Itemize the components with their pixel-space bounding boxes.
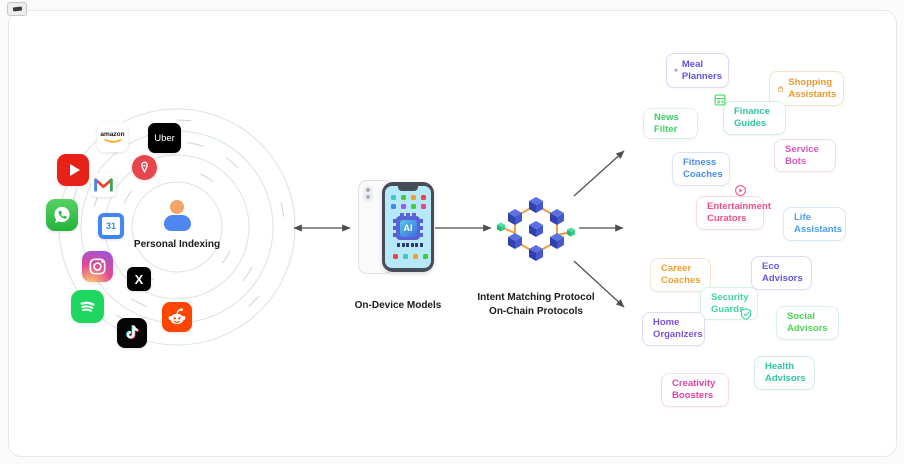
device-label: On-Device Models bbox=[354, 300, 442, 311]
uber-wordmark: Uber bbox=[154, 132, 175, 144]
agent-career-coaches: Career Coaches bbox=[650, 258, 711, 292]
cube-node bbox=[550, 233, 564, 249]
shopping-bag-icon bbox=[778, 85, 784, 92]
youtube-icon bbox=[57, 154, 89, 186]
agent-creativity-boosters: Creativity Boosters bbox=[661, 373, 729, 407]
logo-mark-icon bbox=[12, 6, 22, 12]
green-node bbox=[567, 227, 575, 237]
agent-shopping-assistants: Shopping Assistants bbox=[769, 71, 844, 106]
agent-finance-guides: Finance Guides bbox=[723, 101, 786, 135]
play-triangle-icon bbox=[69, 164, 80, 176]
amazon-icon: amazon bbox=[97, 122, 128, 152]
reddit-alien-icon bbox=[168, 308, 186, 325]
instagram-icon bbox=[82, 251, 113, 282]
uber-icon: Uber bbox=[148, 123, 181, 153]
corner-logo-badge[interactable] bbox=[7, 2, 27, 16]
spotify-waves-icon bbox=[80, 301, 95, 312]
gmail-m-icon bbox=[94, 178, 113, 192]
gem-icon bbox=[674, 68, 678, 73]
ai-chip-icon: AI bbox=[396, 216, 420, 240]
google-calendar-icon: 31 bbox=[98, 213, 124, 239]
cube-node bbox=[529, 221, 543, 237]
agent-meal-planners: Meal Planners bbox=[666, 53, 729, 88]
green-node bbox=[497, 222, 505, 232]
amazon-wordmark: amazon bbox=[100, 130, 125, 138]
phone-front: AI bbox=[382, 182, 434, 272]
agent-service-bots: Service Bots bbox=[774, 139, 836, 172]
spotify-icon bbox=[71, 290, 104, 323]
amazon-smile-icon bbox=[103, 138, 122, 143]
airbnb-icon bbox=[132, 155, 157, 180]
whatsapp-bubble-icon bbox=[54, 206, 70, 223]
cube-node bbox=[529, 197, 543, 213]
protocol-label-line2: On-Chain Protocols bbox=[489, 306, 583, 317]
whatsapp-icon bbox=[46, 199, 78, 231]
cube-node bbox=[550, 209, 564, 225]
person-icon bbox=[170, 200, 184, 214]
instagram-camera-icon bbox=[89, 258, 106, 275]
person-body-icon bbox=[164, 215, 191, 231]
ai-chip-label: AI bbox=[403, 223, 413, 233]
agent-life-assistants: Life Assistants bbox=[783, 207, 846, 241]
cube-node bbox=[508, 209, 522, 225]
hub-label: Personal Indexing bbox=[133, 239, 221, 250]
phone-camera-icon bbox=[363, 186, 373, 202]
blockchain-network bbox=[497, 197, 575, 261]
agent-news-filter: News Filter bbox=[643, 108, 698, 139]
play-circle-icon bbox=[735, 185, 746, 196]
canvas-card bbox=[8, 10, 897, 457]
reddit-icon bbox=[162, 302, 192, 332]
protocol-label-line1: Intent Matching Protocol bbox=[477, 292, 595, 303]
cube-node bbox=[529, 245, 543, 261]
shield-check-icon bbox=[740, 308, 752, 320]
cube-node bbox=[508, 233, 522, 249]
x-wordmark: X bbox=[134, 271, 144, 287]
tiktok-icon bbox=[117, 318, 147, 348]
agent-eco-advisors: Eco Advisors bbox=[751, 256, 812, 290]
arrow-protocol-to-agents-top bbox=[573, 150, 625, 197]
flow-arrows bbox=[293, 150, 625, 308]
calendar-date-label: 31 bbox=[105, 221, 116, 231]
agent-fitness-coaches: Fitness Coaches bbox=[672, 152, 730, 186]
agent-entertainment-curators: Entertainment Curators bbox=[696, 196, 771, 230]
airbnb-belo-icon bbox=[141, 161, 148, 173]
gmail-icon bbox=[91, 173, 116, 197]
agent-home-organizers: Home Organizers bbox=[642, 312, 705, 346]
arrow-protocol-to-agents-bottom bbox=[573, 260, 625, 308]
calculator-icon bbox=[714, 94, 726, 106]
phone-notch bbox=[398, 186, 418, 191]
agent-social-advisors: Social Advisors bbox=[776, 306, 839, 340]
x-icon: X bbox=[127, 267, 151, 291]
agent-health-advisors: Health Advisors bbox=[754, 356, 815, 390]
agent-security-guards: Security Guards bbox=[700, 287, 758, 320]
phone-screen: AI bbox=[385, 186, 431, 268]
tiktok-note-icon bbox=[126, 325, 139, 340]
